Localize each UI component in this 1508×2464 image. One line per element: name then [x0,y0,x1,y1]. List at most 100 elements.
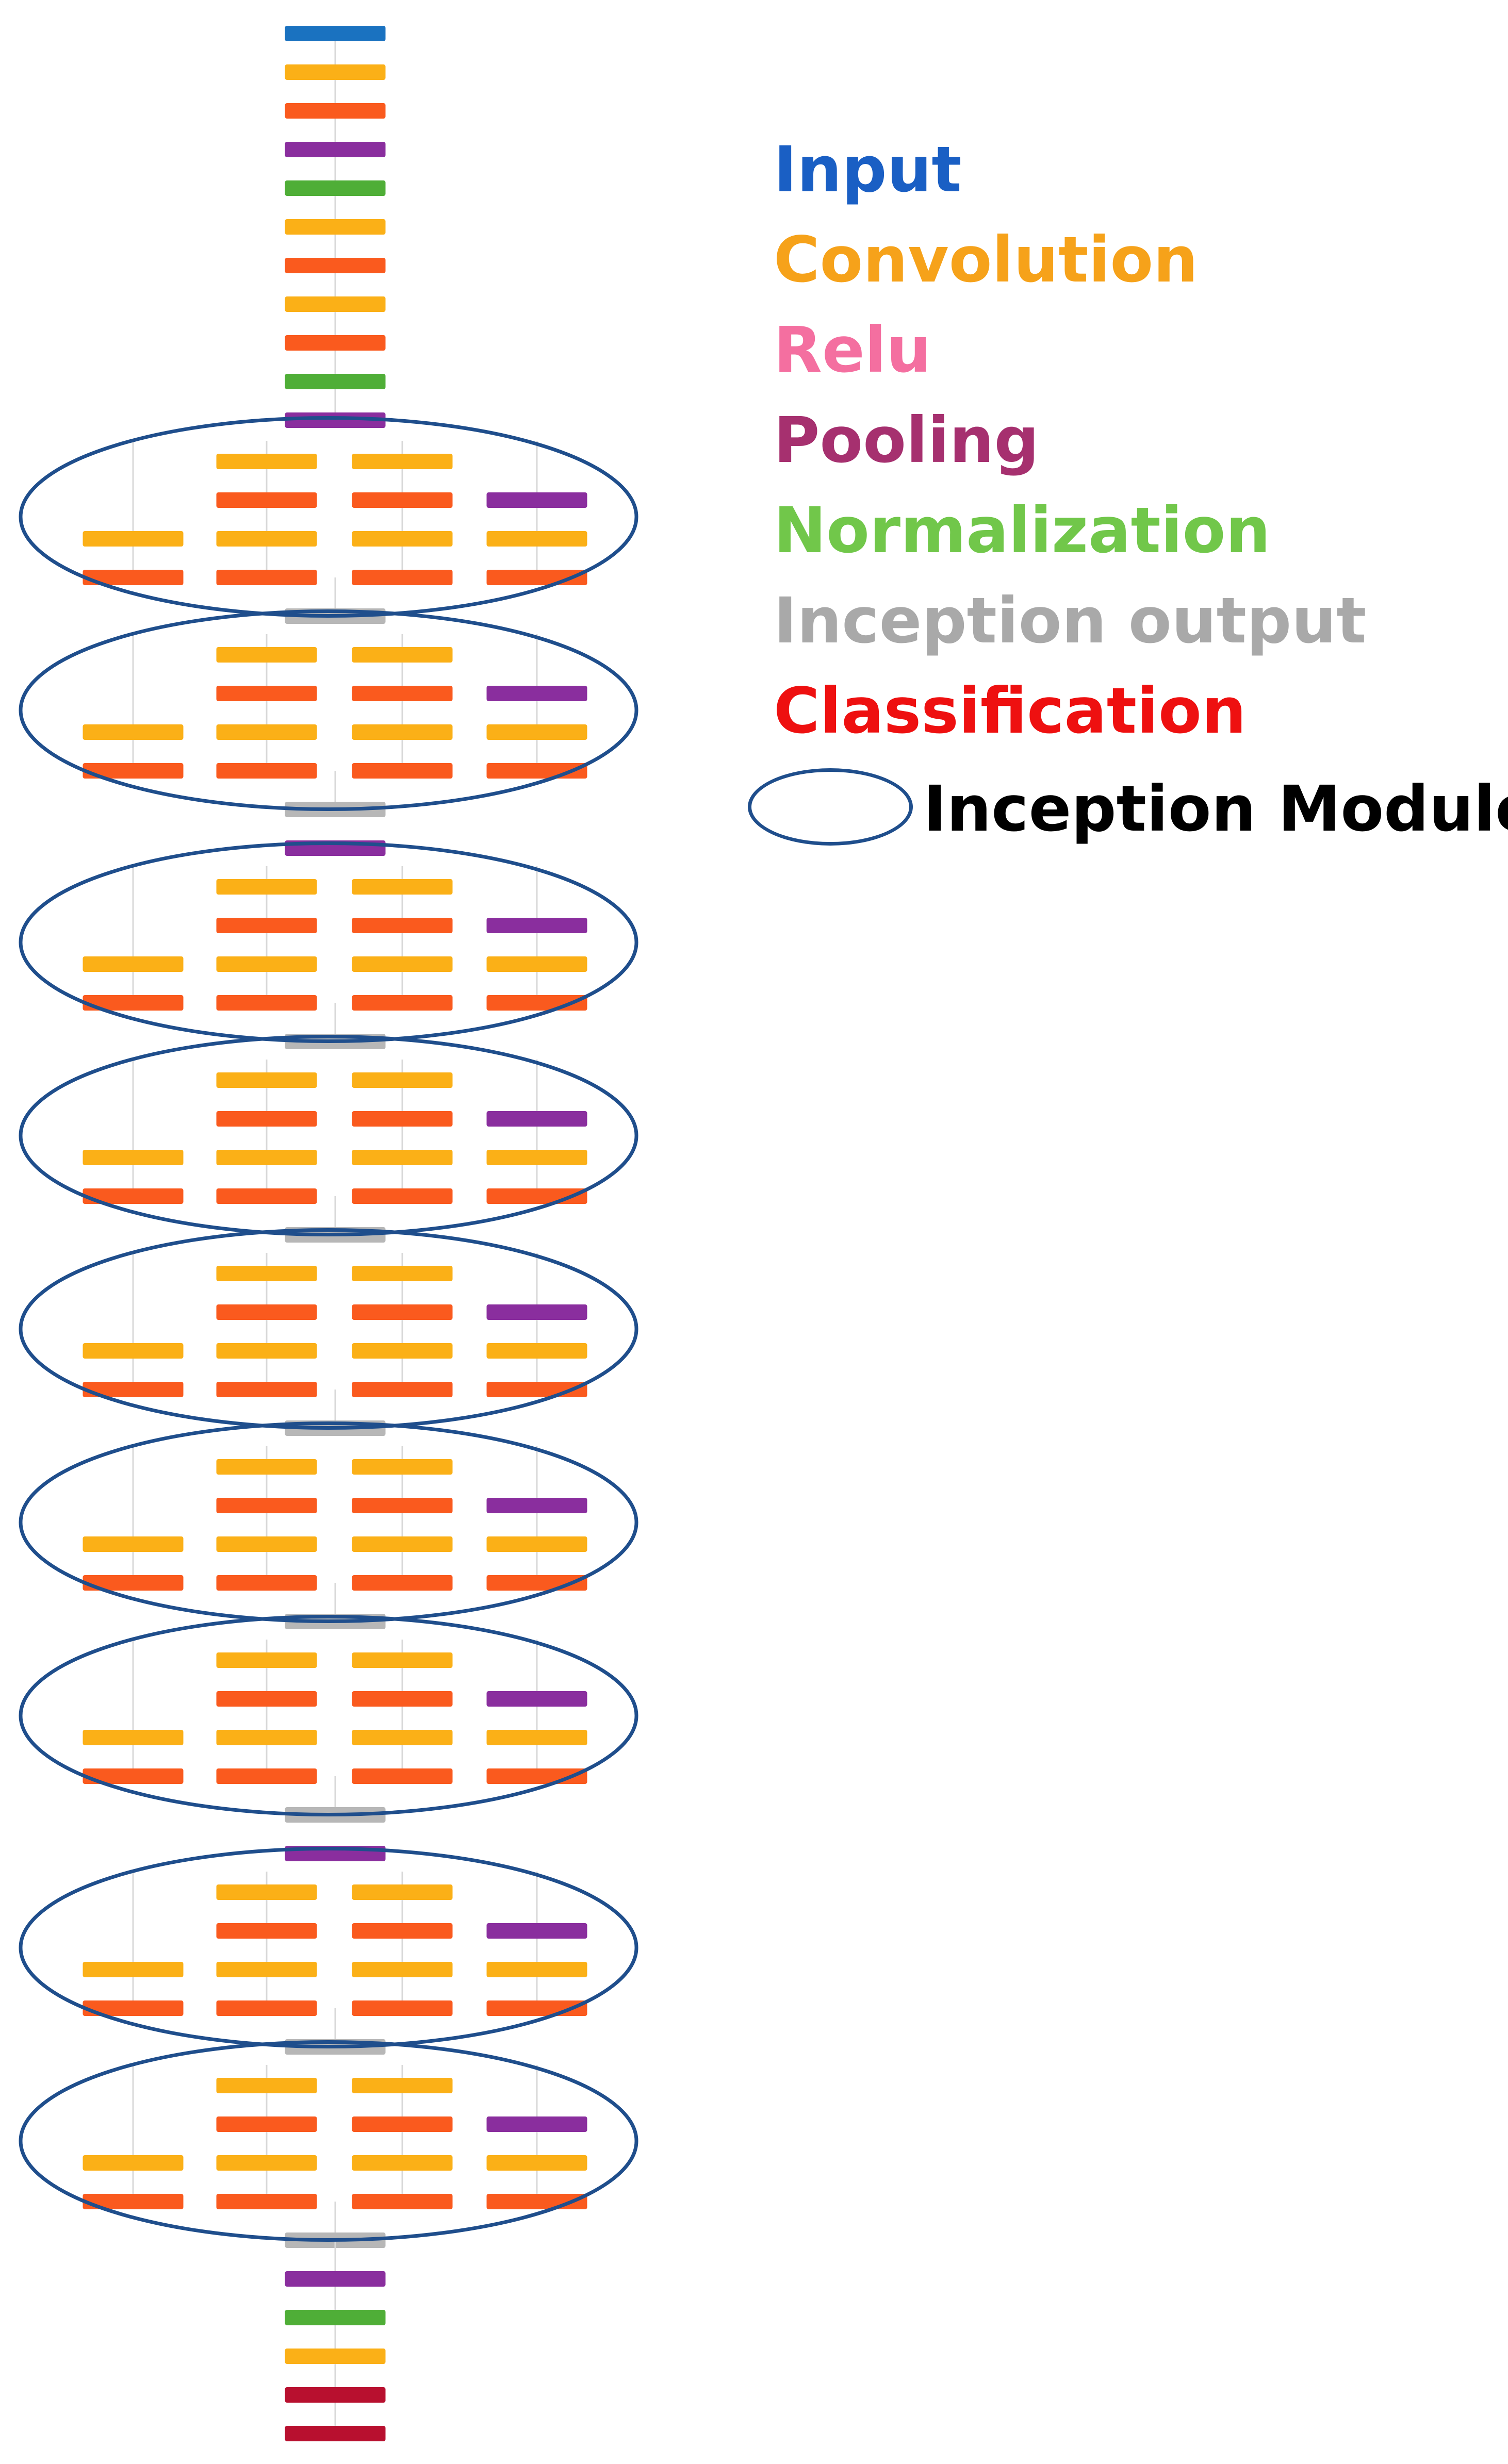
stem-layer-8-conv [285,296,386,312]
module-4-b3-conv-1 [352,1072,453,1088]
module-9-b3-conv-1 [352,2078,453,2093]
stem-layer-10-norm [285,374,386,389]
module-5-b2-relu-2 [216,1382,317,1397]
module-4-b1-relu [83,1188,184,1204]
module-3-b2-conv-2 [216,956,317,972]
inception-module-7-outline [19,1615,638,1816]
module-6-b2-conv-1 [216,1459,317,1475]
head-layer-5-classification [285,2426,386,2441]
module-6-b3-conv-1 [352,1459,453,1475]
module-1-b4-pool [486,492,587,508]
module-4-b3-relu-2 [352,1188,453,1204]
module-5-b2-relu-1 [216,1304,317,1320]
module-4-b4-pool [486,1111,587,1127]
module-8-b3-conv-1 [352,1884,453,1900]
legend-convolution: Convolution [774,223,1199,296]
module-6-b3-relu-2 [352,1575,453,1591]
module-3-b2-relu-2 [216,995,317,1011]
module-9-b2-conv-2 [216,2155,317,2171]
module-9-b3-relu-1 [352,2116,453,2132]
stem-layer-4-pool [285,142,386,157]
module-5-b2-conv-1 [216,1266,317,1281]
inception-module-1-outline [19,416,638,618]
module-2-b1-conv [83,724,184,740]
stem-layer-7-relu [285,258,386,273]
module-9-b4-pool [486,2116,587,2132]
module-2-b4-pool [486,686,587,701]
module-8-b3-conv-2 [352,1962,453,1977]
module-6-b2-conv-2 [216,1536,317,1552]
module-2-b2-relu-2 [216,763,317,779]
module-6-b3-relu-1 [352,1498,453,1513]
module-5-b4-pool [486,1304,587,1320]
module-7-b2-conv-2 [216,1730,317,1745]
inception-module-6-outline [19,1421,638,1623]
head-layer-2-norm [285,2310,386,2325]
inception-module-5-outline [19,1228,638,1430]
module-2-b3-relu-2 [352,763,453,779]
module-5-b3-relu-1 [352,1304,453,1320]
module-3-b3-relu-2 [352,995,453,1011]
layer-stack [83,26,587,2441]
module-3-b1-conv [83,956,184,972]
module-7-b2-relu-2 [216,1768,317,1784]
module-7-b1-conv [83,1730,184,1745]
module-3-b4-conv [486,956,587,972]
inception-module-8-outline [19,1847,638,2048]
module-4-b1-conv [83,1150,184,1165]
legend-inception-module-label: Inception Module [923,772,1508,846]
module-9-b3-relu-2 [352,2194,453,2209]
module-1-b3-conv-1 [352,454,453,469]
module-3-b3-relu-1 [352,918,453,933]
module-6-b4-conv [486,1536,587,1552]
inception-module-2-outline [19,609,638,811]
module-2-b3-relu-1 [352,686,453,701]
module-5-b3-relu-2 [352,1382,453,1397]
module-5-b3-conv-2 [352,1343,453,1359]
module-3-b1-relu [83,995,184,1011]
module-9-b1-conv [83,2155,184,2171]
module-3-b3-conv-1 [352,879,453,895]
module-4-b2-conv-2 [216,1150,317,1165]
module-4-b2-conv-1 [216,1072,317,1088]
module-7-b4-conv [486,1730,587,1745]
inception-module-3-outline [19,841,638,1043]
stem-layer-3-relu [285,103,386,119]
module-7-b3-relu-1 [352,1691,453,1707]
stem-layer-9-relu [285,335,386,351]
module-9-b3-conv-2 [352,2155,453,2171]
legend-inception-module: Inception Module [748,768,1508,846]
module-9-b2-relu-1 [216,2116,317,2132]
module-1-b2-conv-1 [216,454,317,469]
module-4-b3-relu-1 [352,1111,453,1127]
module-9-b2-conv-1 [216,2078,317,2093]
module-6-b3-conv-2 [352,1536,453,1552]
inception-module-9-outline [19,2040,638,2242]
module-1-b3-conv-2 [352,531,453,547]
module-3-b4-pool [486,918,587,933]
module-1-b4-conv [486,531,587,547]
legend-pooling: Pooling [774,404,1039,477]
module-2-b1-relu [83,763,184,779]
module-8-b4-conv [486,1962,587,1977]
module-7-b2-relu-1 [216,1691,317,1707]
inception-module-ellipse-icon [748,768,913,846]
module-6-b1-relu [83,1575,184,1591]
module-8-b2-relu-2 [216,2000,317,2016]
legend-inception-output: Inception output [774,584,1367,657]
module-5-b1-conv [83,1343,184,1359]
module-5-b1-relu [83,1382,184,1397]
module-4-b4-conv [486,1150,587,1165]
stem-layer-1-input [285,26,386,41]
legend-input: Input [774,133,962,206]
module-6-b4-pool [486,1498,587,1513]
inception-module-outlines [19,416,638,2242]
module-1-b1-conv [83,531,184,547]
module-2-b3-conv-2 [352,724,453,740]
module-2-b2-conv-2 [216,724,317,740]
module-9-b2-relu-2 [216,2194,317,2209]
module-3-b2-conv-1 [216,879,317,895]
module-7-b3-relu-2 [352,1768,453,1784]
module-6-b2-relu-2 [216,1575,317,1591]
